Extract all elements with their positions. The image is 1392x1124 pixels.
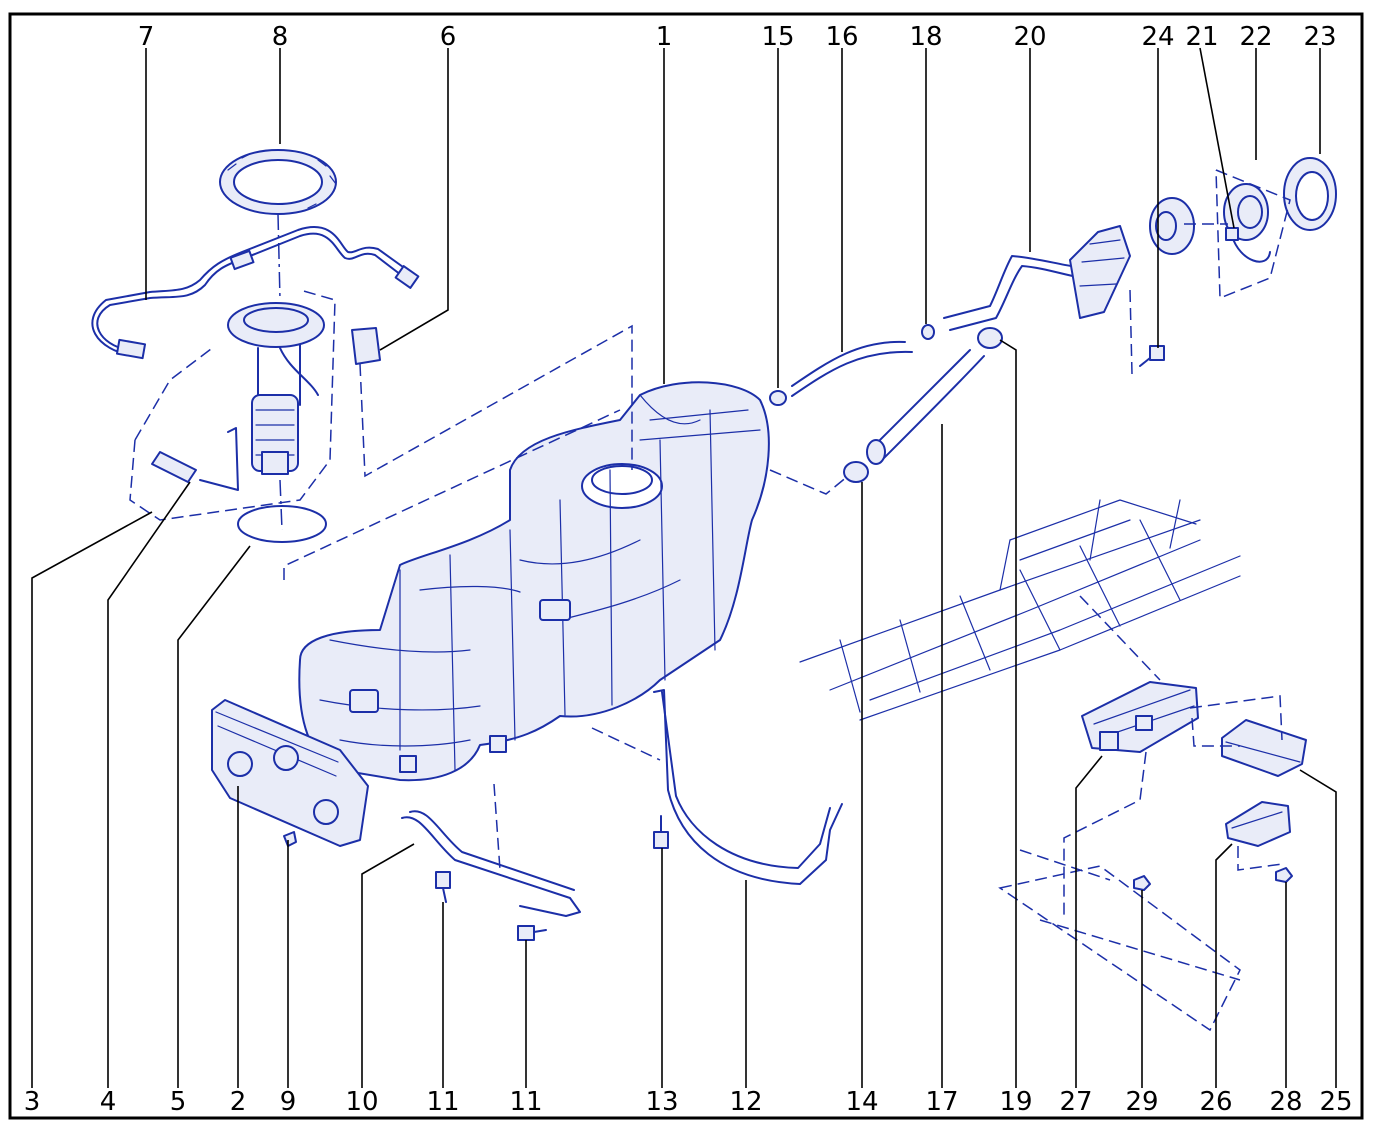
part-filler-flange bbox=[1149, 197, 1195, 255]
part-chassis-frame bbox=[799, 499, 1241, 721]
callout-top-0: 7 bbox=[138, 22, 155, 52]
diagram-frame bbox=[8, 12, 1364, 1120]
callout-bottom-1: 4 bbox=[100, 1087, 117, 1117]
callout-bottom-7: 11 bbox=[509, 1087, 542, 1117]
part-filler-bolt bbox=[1139, 345, 1165, 367]
callout-bottom-3: 2 bbox=[230, 1087, 247, 1117]
part-filler-neck bbox=[943, 225, 1131, 331]
part-rear-strap-edge bbox=[661, 691, 831, 869]
callout-top-5: 16 bbox=[825, 22, 858, 52]
part-control-module bbox=[1221, 719, 1307, 777]
callout-top-8: 24 bbox=[1141, 22, 1174, 52]
callout-bottom-13: 27 bbox=[1059, 1087, 1092, 1117]
callout-top-11: 23 bbox=[1303, 22, 1336, 52]
parts-group bbox=[91, 149, 1337, 1032]
part-filler-hose bbox=[871, 349, 985, 463]
callout-top-4: 15 bbox=[761, 22, 794, 52]
callouts-top-row: 7 8 6 1 15 16 18 20 24 21 22 23 bbox=[138, 22, 1337, 52]
callout-bottom-5: 10 bbox=[345, 1087, 378, 1117]
callout-bottom-10: 14 bbox=[845, 1087, 878, 1117]
part-front-strap bbox=[401, 816, 581, 917]
part-nut-a bbox=[1275, 867, 1293, 883]
part-o-ring bbox=[237, 505, 327, 543]
callout-bottom-9: 12 bbox=[729, 1087, 762, 1117]
callout-bottom-16: 28 bbox=[1269, 1087, 1302, 1117]
part-lock-ring bbox=[219, 149, 337, 215]
callout-top-3: 1 bbox=[656, 22, 673, 52]
part-fuel-line bbox=[91, 226, 420, 360]
callout-bottom-15: 26 bbox=[1199, 1087, 1232, 1117]
part-filler-hose-end bbox=[866, 439, 886, 465]
part-fuel-pump-module bbox=[227, 302, 325, 475]
callout-bottom-8: 13 bbox=[645, 1087, 678, 1117]
callout-bottom-0: 3 bbox=[24, 1087, 41, 1117]
part-small-clamp bbox=[921, 324, 935, 340]
part-fuel-tank bbox=[298, 381, 770, 782]
leader-lines bbox=[31, 47, 1337, 1088]
part-clamp-lower bbox=[843, 461, 869, 483]
callout-bottom-4: 9 bbox=[280, 1087, 297, 1117]
callout-bottom-6: 11 bbox=[426, 1087, 459, 1117]
part-bolt-b bbox=[517, 925, 547, 941]
part-underbody-panel bbox=[998, 849, 1241, 1032]
callout-bottom-17: 25 bbox=[1319, 1087, 1352, 1117]
callout-bottom-14: 29 bbox=[1125, 1087, 1158, 1117]
part-bolt-a bbox=[435, 871, 451, 903]
callout-top-9: 21 bbox=[1185, 22, 1218, 52]
part-float-arm bbox=[151, 427, 239, 491]
part-fuel-cap bbox=[1223, 183, 1271, 263]
part-module-bracket bbox=[1225, 801, 1291, 847]
part-evap-canister bbox=[1081, 681, 1199, 753]
part-seal-ring bbox=[1283, 157, 1337, 231]
part-rear-strap bbox=[653, 689, 843, 885]
callout-bottom-12: 19 bbox=[999, 1087, 1032, 1117]
part-clamp-upper bbox=[769, 390, 787, 406]
callout-top-10: 22 bbox=[1239, 22, 1272, 52]
part-vent-hose bbox=[791, 340, 913, 397]
part-sensor bbox=[351, 327, 381, 365]
callout-top-6: 18 bbox=[909, 22, 942, 52]
callout-top-1: 8 bbox=[272, 22, 289, 52]
part-bolt-c bbox=[653, 815, 669, 849]
part-heat-shield bbox=[211, 699, 369, 847]
callout-top-7: 20 bbox=[1013, 22, 1046, 52]
part-front-strap-edge bbox=[409, 810, 575, 891]
callout-bottom-2: 5 bbox=[170, 1087, 187, 1117]
callout-bottom-11: 17 bbox=[925, 1087, 958, 1117]
part-nut-b bbox=[1133, 875, 1151, 891]
part-screw bbox=[283, 831, 297, 847]
callout-top-2: 6 bbox=[440, 22, 457, 52]
assembly-lines bbox=[129, 169, 1291, 920]
part-clamp-filler bbox=[977, 327, 1003, 349]
